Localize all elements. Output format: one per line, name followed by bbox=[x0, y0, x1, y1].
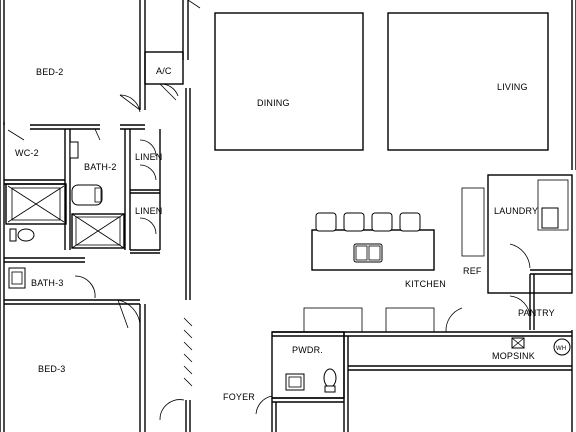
ac-closet bbox=[144, 51, 184, 101]
room-label-wc2: WC-2 bbox=[15, 148, 39, 158]
hall-hatching bbox=[183, 317, 193, 387]
kitchen-island bbox=[311, 212, 435, 271]
room-label-living: LIVING bbox=[497, 82, 528, 92]
hallway-walls bbox=[182, 0, 201, 432]
room-label-linen-1: LINEN bbox=[135, 152, 163, 162]
mopsink-wh bbox=[348, 337, 572, 371]
powder-room bbox=[255, 331, 349, 432]
room-label-linen-2: LINEN bbox=[135, 206, 163, 216]
room-label-pwdr: PWDR. bbox=[292, 345, 323, 355]
living-furniture bbox=[387, 12, 549, 151]
room-label-bed2: BED-2 bbox=[36, 67, 64, 77]
room-label-laundry: LAUNDRY bbox=[494, 206, 538, 216]
room-label-bath2: BATH-2 bbox=[84, 162, 117, 172]
room-label-kitchen: KITCHEN bbox=[405, 279, 446, 289]
room-label-bed3: BED-3 bbox=[38, 364, 66, 374]
linen-closets bbox=[130, 129, 161, 254]
bed3-walls bbox=[117, 299, 185, 432]
room-label-pantry: PANTRY bbox=[518, 308, 555, 318]
laundry-ref bbox=[461, 174, 573, 330]
room-label-wh: WH bbox=[556, 346, 566, 352]
bed2-walls bbox=[3, 0, 146, 130]
bath3 bbox=[4, 183, 140, 305]
room-label-foyer: FOYER bbox=[223, 392, 255, 402]
dining-table bbox=[214, 12, 364, 151]
room-label-mopsink: MOPSINK bbox=[492, 351, 535, 361]
room-label-bath3: BATH-3 bbox=[31, 278, 64, 288]
room-label-dining: DINING bbox=[257, 98, 290, 108]
room-label-ac: A/C bbox=[156, 66, 172, 76]
room-label-ref: REF bbox=[463, 266, 482, 276]
